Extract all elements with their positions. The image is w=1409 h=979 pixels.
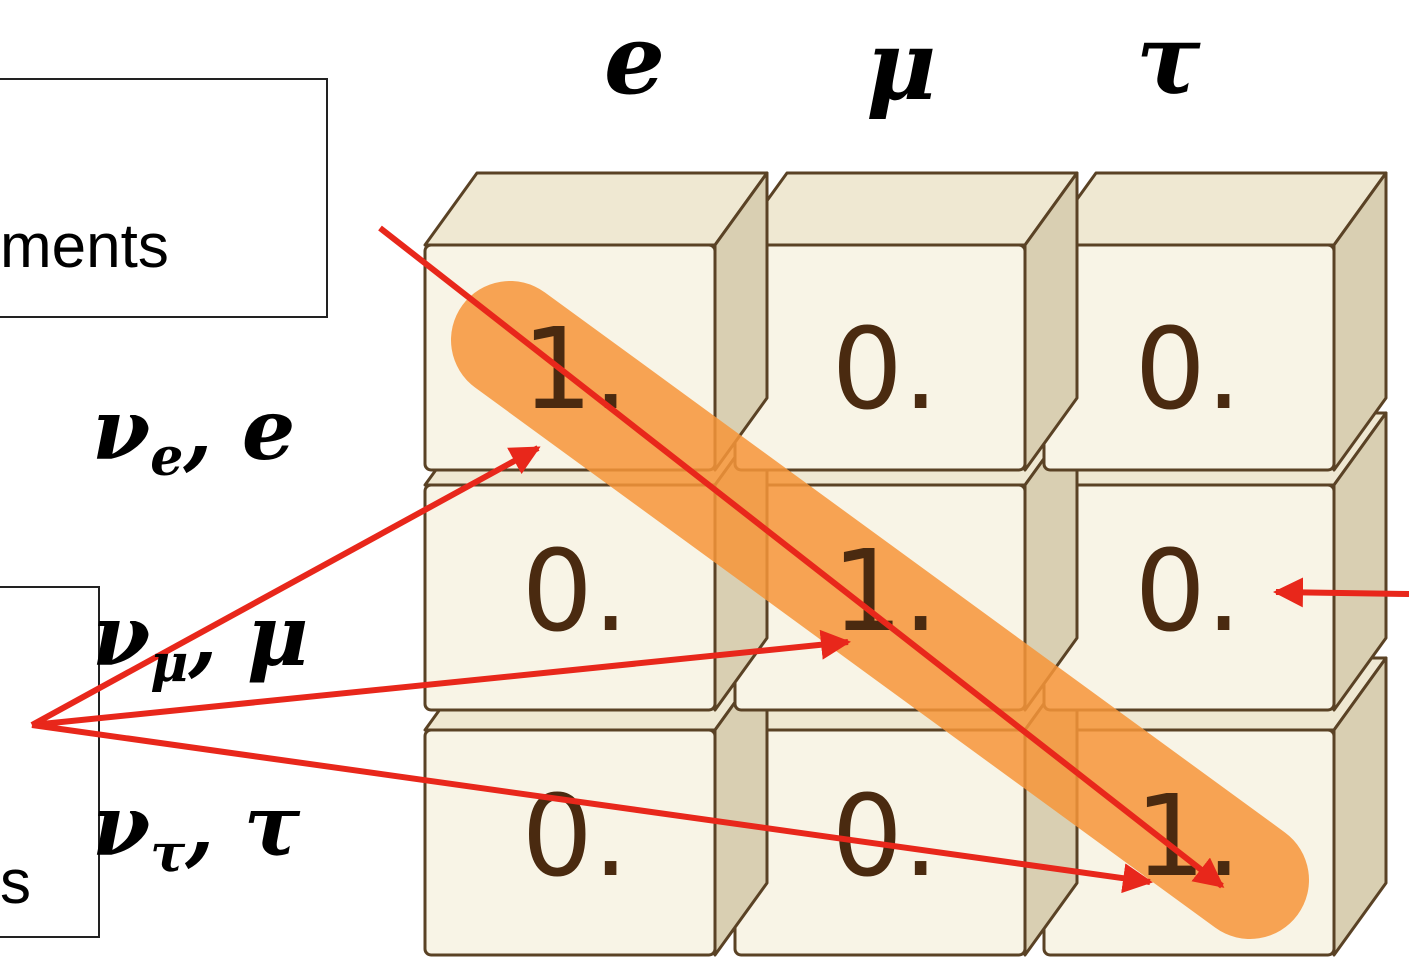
bottom-label-box (0, 586, 100, 938)
row-header-nu-e: νe, e (92, 380, 296, 488)
diagonal-highlight (451, 281, 1309, 939)
red-arrow (31, 722, 1153, 894)
bottom-label-text: s (0, 848, 31, 917)
cube-top-face (1042, 171, 1388, 247)
cube-top-face (423, 171, 769, 247)
matrix-cube (733, 171, 1079, 472)
matrix-value: 0. (522, 527, 629, 657)
matrix-value: 0. (522, 772, 629, 902)
red-arrow (378, 225, 1225, 889)
red-arrow (31, 629, 851, 728)
column-header-e: e (604, 3, 666, 116)
top-label-text: ments (0, 212, 169, 281)
matrix-value: 0. (1135, 305, 1242, 435)
row-header-nu-tau: ντ, τ (92, 776, 301, 884)
red-arrow (1273, 577, 1409, 608)
matrix-value: 1. (522, 305, 629, 435)
column-header-mu: μ (866, 9, 937, 122)
column-header-tau: τ (1136, 3, 1201, 116)
matrix-value: 1. (1135, 772, 1242, 902)
cube-top-face (733, 171, 1079, 247)
row-header-nu-mu: νμ, μ (92, 586, 309, 694)
matrix-value: 0. (832, 305, 939, 435)
cube-front-face (423, 483, 717, 712)
matrix-cube (1042, 171, 1388, 472)
cube-front-face (423, 728, 717, 957)
matrix-value: 0. (1135, 527, 1242, 657)
red-arrow (30, 445, 541, 728)
top-label-box (0, 78, 328, 318)
